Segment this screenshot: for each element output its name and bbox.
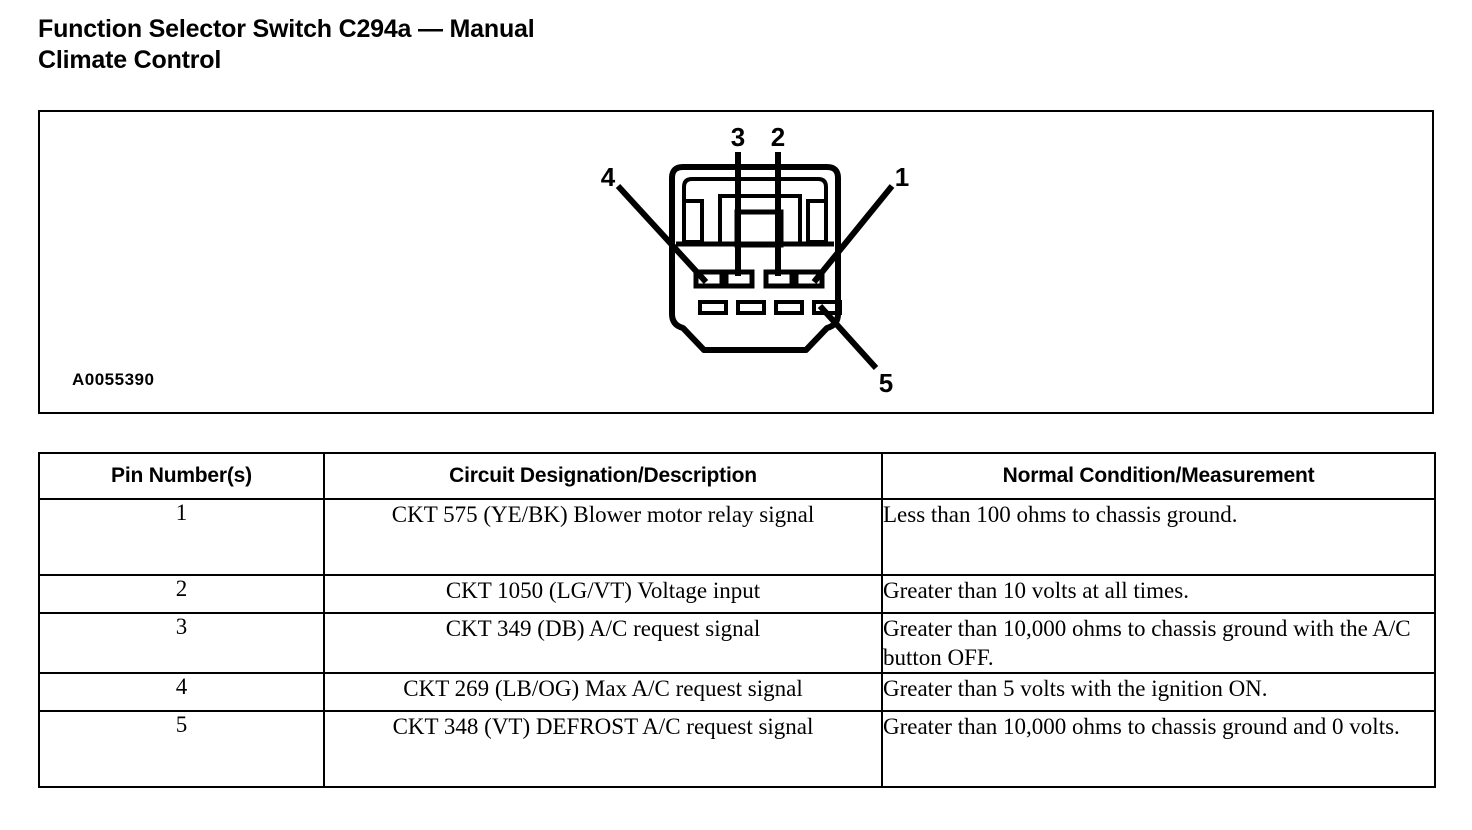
table-row: 3 CKT 349 (DB) A/C request signal Greate…	[38, 612, 1436, 674]
column-header-pin-number: Pin Number(s)	[38, 452, 325, 500]
cell-pin-number: 5	[38, 710, 325, 788]
connector-diagram: 3 2 4 1 5	[601, 124, 909, 398]
cell-description: CKT 575 (YE/BK) Blower motor relay signa…	[323, 498, 883, 576]
cell-description: CKT 269 (LB/OG) Max A/C request signal	[323, 672, 883, 712]
connector-left-lock-tab	[684, 199, 704, 244]
connector-figure-box: A0055390	[38, 110, 1434, 414]
cell-condition: Greater than 10,000 ohms to chassis grou…	[881, 710, 1436, 788]
table-row: 5 CKT 348 (VT) DEFROST A/C request signa…	[38, 710, 1436, 788]
connector-key-rect-small	[734, 209, 784, 248]
pin-1-leader-line	[811, 184, 895, 284]
cell-description: CKT 349 (DB) A/C request signal	[323, 612, 883, 674]
pin-4-leader-line	[615, 183, 709, 285]
cell-pin-number: 3	[38, 612, 325, 674]
cell-condition: Greater than 10,000 ohms to chassis grou…	[881, 612, 1436, 674]
terminal-cavity-upper-3	[763, 269, 795, 289]
terminal-cavity-lower-1	[698, 300, 728, 315]
cell-condition: Greater than 5 volts with the ignition O…	[881, 672, 1436, 712]
terminal-cavity-upper-1	[693, 269, 725, 289]
column-header-condition: Normal Condition/Measurement	[881, 452, 1436, 500]
cell-pin-number: 2	[38, 574, 325, 614]
terminal-cavity-lower-2	[736, 300, 766, 315]
pin-callout-1: 1	[895, 162, 909, 192]
figure-id-label: A0055390	[72, 370, 155, 389]
pin-specification-table: Pin Number(s) Circuit Designation/Descri…	[38, 452, 1436, 788]
connector-right-lock-tab	[806, 199, 826, 244]
connector-key-rect-large	[718, 194, 802, 246]
cell-pin-number: 4	[38, 672, 325, 712]
table-row: 1 CKT 575 (YE/BK) Blower motor relay sig…	[38, 498, 1436, 576]
cell-condition: Less than 100 ohms to chassis ground.	[881, 498, 1436, 576]
column-header-description: Circuit Designation/Description	[323, 452, 883, 500]
cell-pin-number: 1	[38, 498, 325, 576]
pin-callout-2: 2	[771, 124, 785, 152]
terminal-cavity-upper-4	[793, 269, 825, 289]
connector-inner-shell	[682, 177, 828, 244]
table-header-row: Pin Number(s) Circuit Designation/Descri…	[38, 452, 1436, 500]
pin-callout-3: 3	[731, 124, 745, 152]
cell-description: CKT 1050 (LG/VT) Voltage input	[323, 574, 883, 614]
terminal-cavity-upper-2	[723, 269, 755, 289]
table-row: 2 CKT 1050 (LG/VT) Voltage input Greater…	[38, 574, 1436, 614]
cell-description: CKT 348 (VT) DEFROST A/C request signal	[323, 710, 883, 788]
pin-5-leader-line	[817, 303, 879, 371]
cell-condition: Greater than 10 volts at all times.	[881, 574, 1436, 614]
page-title: Function Selector Switch C294a — Manual …	[38, 15, 535, 74]
table-row: 4 CKT 269 (LB/OG) Max A/C request signal…	[38, 672, 1436, 712]
terminal-cavity-lower-3	[774, 300, 804, 315]
pin-callout-4: 4	[601, 162, 616, 192]
pin-callout-5: 5	[879, 368, 893, 398]
